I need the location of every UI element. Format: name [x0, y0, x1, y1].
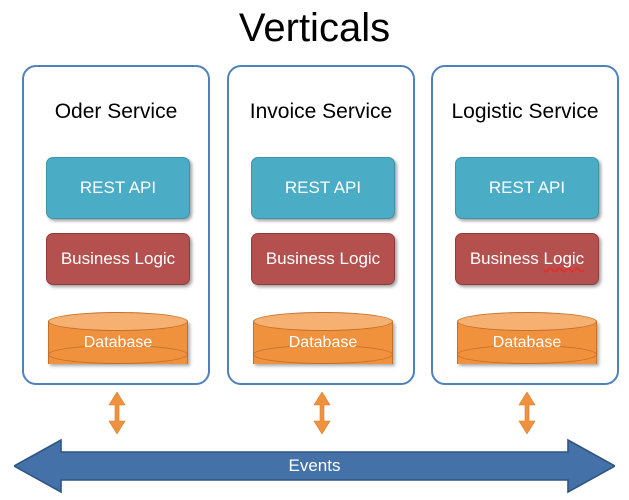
page-title: Verticals [238, 6, 391, 50]
service-card-title: Oder Service [54, 100, 178, 123]
service-card-title: Invoice Service [249, 100, 393, 123]
connector-arrow-invoice [311, 391, 333, 435]
layer-business-logic[interactable]: Business Logic [455, 233, 599, 285]
events-bus[interactable]: Events [12, 437, 617, 495]
layer-database[interactable]: Database [457, 312, 597, 372]
double-headed-vertical-arrow-icon [518, 391, 536, 435]
layer-rest-api[interactable]: REST API [46, 157, 190, 219]
connector-arrow-oder [106, 391, 128, 435]
layer-label: Database [288, 334, 358, 351]
layer-rest-api[interactable]: REST API [455, 157, 599, 219]
cylinder-top-ellipse [457, 312, 597, 331]
layer-rest-api[interactable]: REST API [251, 157, 395, 219]
service-card-logistic[interactable]: Logistic Service REST API Business Logic… [431, 65, 619, 385]
connector-arrow-logistic [516, 391, 538, 435]
cylinder-bottom-ellipse [48, 345, 188, 364]
layer-label: Business Logic [60, 249, 176, 268]
layer-label: Database [83, 334, 153, 351]
layer-label: REST API [488, 178, 566, 197]
layer-label: Database [492, 334, 562, 351]
service-card-oder[interactable]: Oder Service REST API Business Logic Dat… [22, 65, 210, 385]
layer-label-misspelled-word: Logic [543, 249, 585, 268]
double-headed-horizontal-arrow-icon [12, 438, 617, 494]
cylinder-top-ellipse [48, 312, 188, 331]
layer-label: REST API [79, 178, 157, 197]
service-card-invoice[interactable]: Invoice Service REST API Business Logic … [227, 65, 415, 385]
cylinder-bottom-ellipse [457, 345, 597, 364]
layer-label: Business Logic [265, 249, 381, 268]
double-headed-vertical-arrow-icon [108, 391, 126, 435]
layer-label: Business [469, 249, 539, 268]
layer-database[interactable]: Database [253, 312, 393, 372]
layer-label: REST API [284, 178, 362, 197]
layer-business-logic[interactable]: Business Logic [251, 233, 395, 285]
double-headed-vertical-arrow-icon [313, 391, 331, 435]
layer-database[interactable]: Database [48, 312, 188, 372]
layer-business-logic[interactable]: Business Logic [46, 233, 190, 285]
service-card-title: Logistic Service [451, 100, 599, 123]
cylinder-top-ellipse [253, 312, 393, 331]
cylinder-bottom-ellipse [253, 345, 393, 364]
